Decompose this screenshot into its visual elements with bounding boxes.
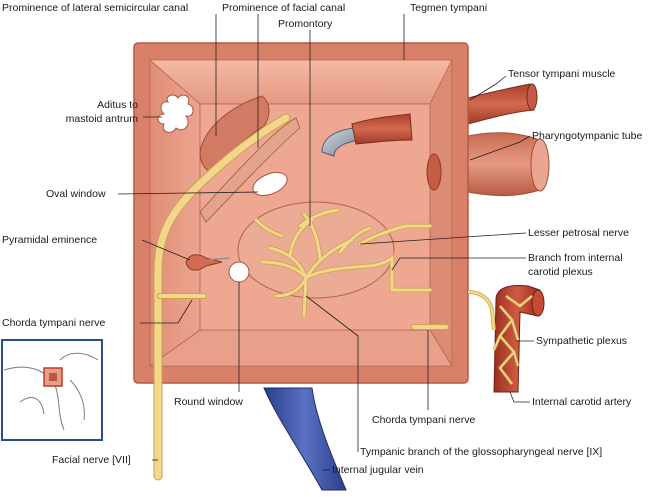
label-branch-line1: Branch from internal xyxy=(528,252,623,264)
label-tensor-tympani: Tensor tympani muscle xyxy=(508,68,616,80)
label-tegmen-tympani: Tegmen tympani xyxy=(410,2,488,14)
facial-canal-prominence xyxy=(199,117,301,223)
label-chorda-tympani-left: Chorda tympani nerve xyxy=(2,317,106,329)
tympanic-plexus xyxy=(253,207,433,319)
label-tympanic-branch: Tympanic branch of the glossopharyngeal … xyxy=(360,446,603,458)
label-internal-jugular: Internal jugular vein xyxy=(332,464,424,476)
internal-jugular-vein xyxy=(263,387,347,491)
label-oval-window: Oval window xyxy=(46,188,106,200)
oval-window xyxy=(252,172,288,196)
label-prominence-facial-canal: Prominence of facial canal xyxy=(222,2,346,14)
pyramidal-eminence xyxy=(185,254,231,271)
label-round-window: Round window xyxy=(174,396,243,408)
round-window xyxy=(228,261,250,283)
lateral-wall-right xyxy=(429,59,453,368)
internal-carotid-artery xyxy=(467,285,545,393)
tensor-muscle-belly xyxy=(351,113,413,145)
label-aditus-line2: mastoid antrum xyxy=(65,113,138,125)
pharyngotympanic-opening xyxy=(426,153,442,191)
aditus-opening xyxy=(157,94,194,133)
floor-wall xyxy=(148,329,453,367)
label-promontory: Promontory xyxy=(278,18,333,30)
label-lesser-petrosal: Lesser petrosal nerve xyxy=(528,227,629,239)
label-pharyngotympanic-tube: Pharyngotympanic tube xyxy=(532,130,643,142)
tensor-tympani-muscle xyxy=(467,83,538,125)
roof-wall xyxy=(148,59,453,105)
label-sympathetic-plexus: Sympathetic plexus xyxy=(536,335,628,347)
label-facial-nerve: Facial nerve [VII] xyxy=(52,454,131,466)
label-prominence-lateral-canal: Prominence of lateral semicircular canal xyxy=(2,2,189,14)
label-pyramidal-eminence: Pyramidal eminence xyxy=(2,234,98,246)
label-branch-line2: carotid plexus xyxy=(528,266,593,278)
label-chorda-tympani-right: Chorda tympani nerve xyxy=(372,414,476,426)
lateral-canal-prominence xyxy=(199,95,270,173)
promontory xyxy=(237,201,395,299)
facial-nerve xyxy=(153,113,291,481)
label-aditus-line1: Aditus to xyxy=(97,99,138,111)
leader-lines xyxy=(117,14,534,471)
label-internal-carotid: Internal carotid artery xyxy=(532,396,632,408)
orientation-inset xyxy=(1,339,103,441)
pharyngotympanic-tube xyxy=(467,132,550,197)
